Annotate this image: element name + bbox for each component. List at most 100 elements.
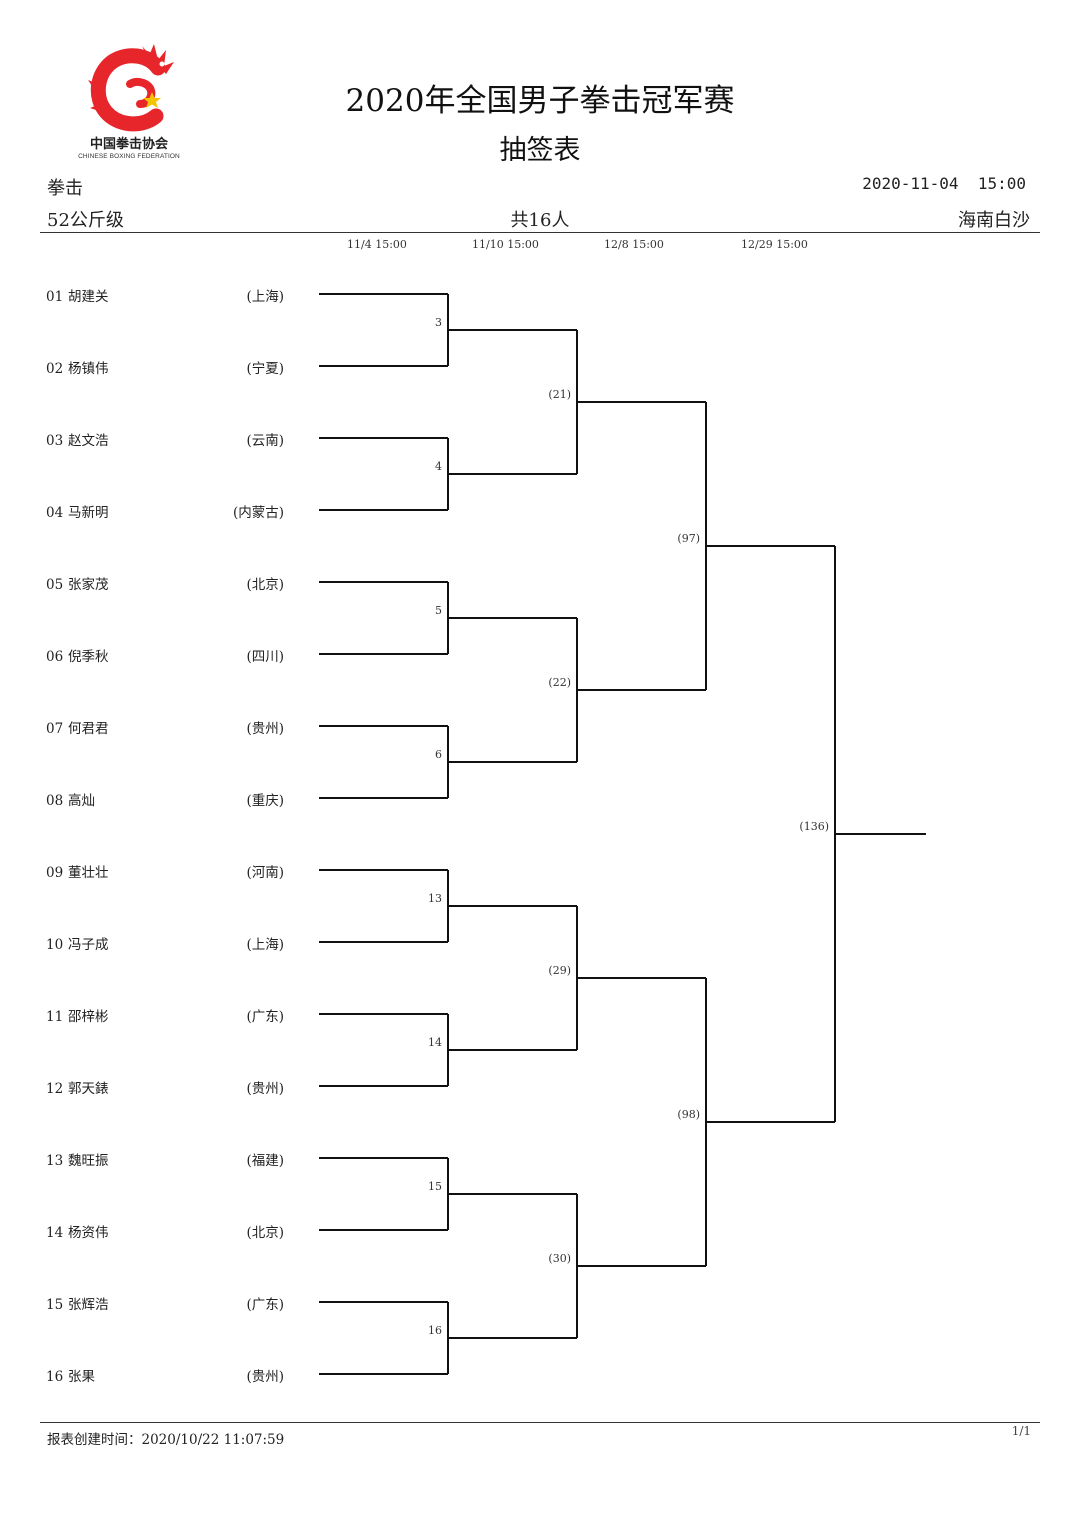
bracket-entry-line	[319, 725, 448, 727]
footer-divider	[40, 1422, 1040, 1423]
athlete-name: 魏旺振	[68, 1153, 109, 1169]
logo-name: 中国拳击协会	[89, 137, 168, 152]
athlete-seed: 09	[46, 865, 64, 881]
athlete-province: (贵州)	[246, 721, 284, 737]
bracket-entry-line	[319, 365, 448, 367]
athlete-province: (北京)	[246, 1225, 284, 1241]
athlete-seed: 10	[46, 937, 64, 953]
bracket-advance-line	[448, 473, 577, 475]
athlete-name: 倪季秋	[68, 649, 109, 665]
athlete-name: 张果	[68, 1369, 95, 1385]
athlete-seed: 13	[46, 1153, 64, 1169]
bracket-advance-line	[448, 761, 577, 763]
athlete-name: 邵梓彬	[68, 1009, 109, 1025]
bracket-advance-line	[448, 1049, 577, 1051]
athlete-province: (贵州)	[246, 1081, 284, 1097]
athlete-seed: 16	[46, 1369, 64, 1385]
bracket-advance-line	[448, 905, 577, 907]
athlete-name: 何君君	[68, 721, 109, 737]
athlete-province: (广东)	[246, 1297, 284, 1313]
match-number: 3	[435, 316, 442, 329]
bracket-entry-line	[319, 1157, 448, 1159]
match-number: 14	[428, 1036, 442, 1049]
bracket-advance-line	[448, 329, 577, 331]
round-date-4: 12/29 15:00	[741, 238, 808, 251]
match-number: 16	[428, 1324, 442, 1337]
bracket-advance-line	[577, 401, 706, 403]
athlete-name: 高灿	[68, 793, 95, 809]
match-number: (30)	[548, 1252, 571, 1265]
match-number: 15	[428, 1180, 442, 1193]
event-datetime: 2020-11-04 15:00	[862, 174, 1026, 193]
sport-label: 拳击	[47, 178, 83, 199]
dragon-logo-icon	[70, 40, 200, 165]
bracket-entry-line	[319, 797, 448, 799]
athlete-name: 杨镇伟	[68, 361, 109, 377]
athlete-seed: 01	[46, 289, 64, 305]
match-number: (98)	[677, 1108, 700, 1121]
athlete-name: 冯子成	[68, 937, 109, 953]
bracket-advance-line	[448, 617, 577, 619]
match-number: (29)	[548, 964, 571, 977]
bracket-entry-line	[319, 509, 448, 511]
athlete-province: (内蒙古)	[232, 505, 284, 521]
athlete-name: 杨资伟	[68, 1225, 109, 1241]
athlete-name: 郭天錶	[68, 1081, 109, 1097]
bracket-entry-line	[319, 1013, 448, 1015]
athlete-province: (北京)	[246, 577, 284, 593]
weight-class: 52公斤级	[47, 210, 124, 231]
bracket-advance-line	[448, 1193, 577, 1195]
round-date-2: 11/10 15:00	[472, 238, 539, 251]
match-number: 13	[428, 892, 442, 905]
bracket-entry-line	[319, 581, 448, 583]
bracket-entry-line	[319, 1301, 448, 1303]
athlete-seed: 14	[46, 1225, 64, 1241]
athlete-seed: 02	[46, 361, 64, 377]
athlete-seed: 12	[46, 1081, 64, 1097]
header-divider	[40, 232, 1040, 233]
bracket-entry-line	[319, 653, 448, 655]
bracket-advance-line	[835, 833, 926, 835]
athlete-province: (重庆)	[246, 793, 284, 809]
match-number: (22)	[548, 676, 571, 689]
match-number: 6	[435, 748, 442, 761]
bracket-entry-line	[319, 869, 448, 871]
bracket-entry-line	[319, 293, 448, 295]
bracket-advance-line	[577, 977, 706, 979]
logo-subname: CHINESE BOXING FEDERATION	[78, 153, 180, 160]
athlete-seed: 04	[46, 505, 64, 521]
athlete-province: (宁夏)	[246, 361, 284, 377]
bracket-entry-line	[319, 437, 448, 439]
athlete-seed: 08	[46, 793, 64, 809]
athlete-name: 马新明	[68, 505, 109, 521]
match-number: (97)	[677, 532, 700, 545]
athlete-seed: 07	[46, 721, 64, 737]
bracket-entry-line	[319, 1085, 448, 1087]
bracket-entry-line	[319, 1373, 448, 1375]
bracket-advance-line	[448, 1337, 577, 1339]
bracket-advance-line	[706, 545, 835, 547]
page-subtitle: 抽签表	[499, 135, 581, 166]
athlete-province: (贵州)	[246, 1369, 284, 1385]
athlete-province: (四川)	[246, 649, 284, 665]
round-date-1: 11/4 15:00	[347, 238, 407, 251]
athlete-name: 胡建关	[68, 289, 109, 305]
athlete-province: (上海)	[246, 289, 284, 305]
match-number: 5	[435, 604, 442, 617]
athlete-province: (福建)	[246, 1153, 284, 1169]
athlete-name: 赵文浩	[68, 433, 109, 449]
match-number: (136)	[799, 820, 829, 833]
athlete-seed: 03	[46, 433, 64, 449]
page-number: 1/1	[1011, 1424, 1031, 1438]
